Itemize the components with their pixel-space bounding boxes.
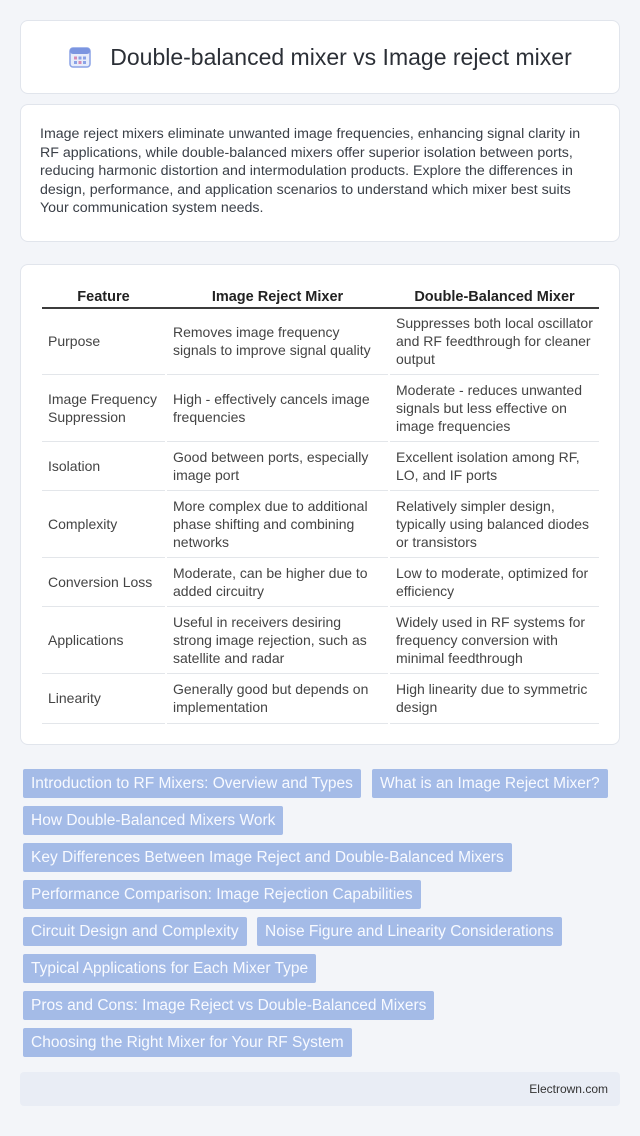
- table-cell: Conversion Loss: [42, 557, 166, 607]
- table-row: Conversion Loss Moderate, can be higher …: [42, 557, 599, 607]
- table-cell: Linearity: [42, 673, 166, 724]
- table-cell: More complex due to additional phase shi…: [165, 490, 389, 558]
- topic-link[interactable]: What is an Image Reject Mixer?: [372, 769, 608, 798]
- table-cell: Applications: [42, 606, 166, 674]
- table-cell: Excellent isolation among RF, LO, and IF…: [388, 441, 599, 491]
- footer: Electrown.com: [20, 1072, 620, 1106]
- header-feature: Feature: [42, 285, 166, 309]
- topic-link[interactable]: Performance Comparison: Image Rejection …: [23, 880, 421, 909]
- topic-link[interactable]: Noise Figure and Linearity Consideration…: [257, 917, 562, 946]
- topic-link[interactable]: Choosing the Right Mixer for Your RF Sys…: [23, 1028, 352, 1057]
- topic-link[interactable]: Introduction to RF Mixers: Overview and …: [23, 769, 361, 798]
- table-cell: Purpose: [42, 308, 166, 375]
- comparison-table: Feature Image Reject Mixer Double-Balanc…: [42, 285, 599, 724]
- topic-link[interactable]: Typical Applications for Each Mixer Type: [23, 954, 317, 983]
- table-row: Isolation Good between ports, especially…: [42, 441, 599, 491]
- comparison-card: Feature Image Reject Mixer Double-Balanc…: [20, 264, 620, 745]
- table-row: Applications Useful in receivers desirin…: [42, 606, 599, 674]
- table-cell: Isolation: [42, 441, 166, 491]
- topic-link[interactable]: Pros and Cons: Image Reject vs Double-Ba…: [23, 991, 435, 1020]
- table-cell: Widely used in RF systems for frequency …: [388, 606, 599, 674]
- table-cell: Useful in receivers desiring strong imag…: [165, 606, 389, 674]
- header-double-balanced: Double-Balanced Mixer: [388, 285, 599, 309]
- table-cell: Good between ports, especially image por…: [165, 441, 389, 491]
- calendar-icon: [69, 47, 92, 68]
- topic-link[interactable]: How Double-Balanced Mixers Work: [23, 806, 284, 835]
- header-image-reject: Image Reject Mixer: [165, 285, 389, 309]
- table-cell: Generally good but depends on implementa…: [165, 673, 389, 724]
- topic-link[interactable]: Key Differences Between Image Reject and…: [23, 843, 512, 872]
- table-cell: Moderate - reduces unwanted signals but …: [388, 374, 599, 442]
- title-card: Double-balanced mixer vs Image reject mi…: [20, 20, 620, 94]
- table-cell: Complexity: [42, 490, 166, 558]
- table-cell: High linearity due to symmetric design: [388, 673, 599, 724]
- footer-site[interactable]: Electrown.com: [529, 1082, 608, 1096]
- table-cell: Low to moderate, optimized for efficienc…: [388, 557, 599, 607]
- table-cell: Removes image frequency signals to impro…: [165, 308, 389, 375]
- intro-card: Image reject mixers eliminate unwanted i…: [20, 104, 620, 242]
- table-cell: High - effectively cancels image frequen…: [165, 374, 389, 442]
- table-cell: Relatively simpler design, typically usi…: [388, 490, 599, 558]
- table-cell: Suppresses both local oscillator and RF …: [388, 308, 599, 375]
- topic-link[interactable]: Circuit Design and Complexity: [23, 917, 247, 946]
- table-cell: Moderate, can be higher due to added cir…: [165, 557, 389, 607]
- table-row: Complexity More complex due to additiona…: [42, 490, 599, 558]
- table-row: Purpose Removes image frequency signals …: [42, 308, 599, 375]
- table-row: Linearity Generally good but depends on …: [42, 673, 599, 724]
- table-header-row: Feature Image Reject Mixer Double-Balanc…: [42, 285, 599, 309]
- page-title: Double-balanced mixer vs Image reject mi…: [110, 43, 572, 70]
- table-cell: Image Frequency Suppression: [42, 374, 166, 442]
- intro-text: Image reject mixers eliminate unwanted i…: [40, 126, 581, 216]
- table-row: Image Frequency Suppression High - effec…: [42, 374, 599, 442]
